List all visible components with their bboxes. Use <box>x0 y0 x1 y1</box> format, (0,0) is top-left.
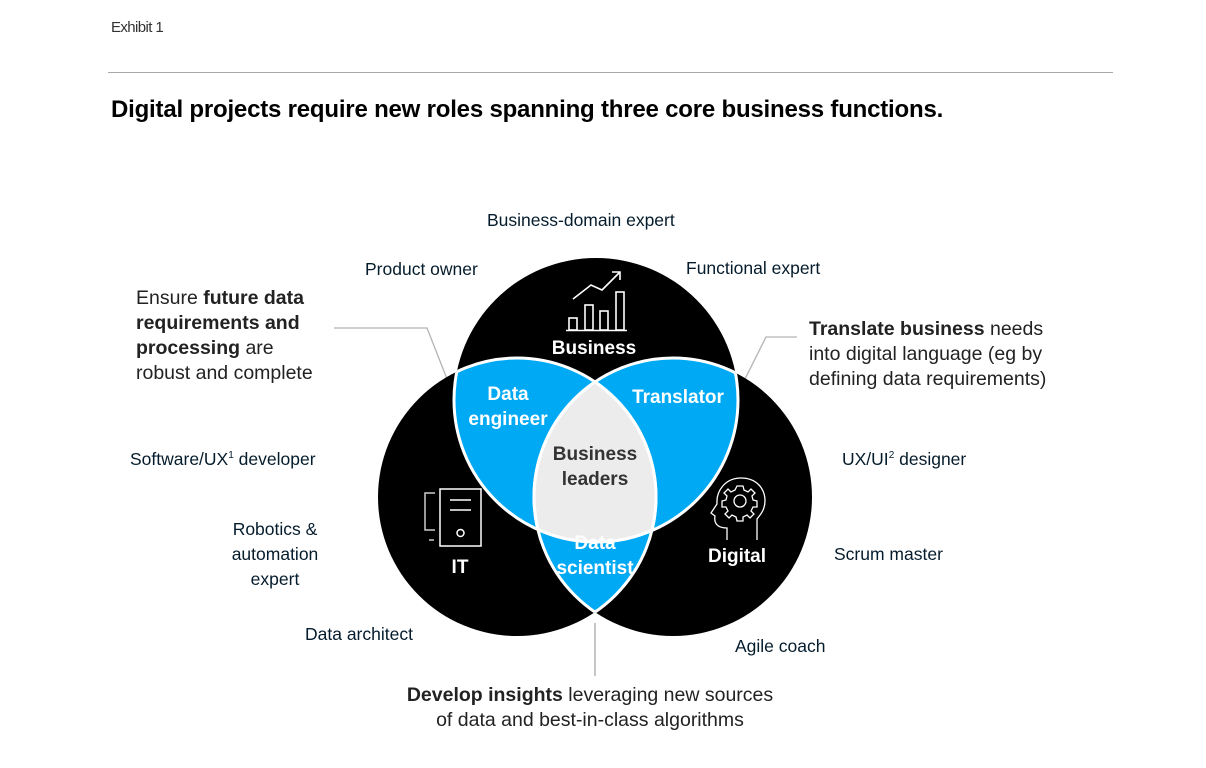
role-software-ux-developer: Software/UX1 developer <box>130 449 316 469</box>
role-robotics-automation-expert: Robotics & automation expert <box>231 519 319 589</box>
role-ux-ui-designer: UX/UI2 designer <box>842 449 967 469</box>
description-data-scientist: Develop insights leveraging new sources … <box>406 684 774 731</box>
head-gear-icon <box>710 477 766 540</box>
role-product-owner: Product owner <box>365 259 478 279</box>
page-title: Digital projects require new roles spann… <box>111 96 944 123</box>
role-data-architect: Data architect <box>305 624 413 644</box>
description-data-engineer: Ensure future data requirements and proc… <box>136 287 313 384</box>
circle-label-business: Business <box>551 338 637 359</box>
role-functional-expert: Functional expert <box>686 258 821 278</box>
overlap-label-business-leaders: Business leaders <box>552 444 638 490</box>
leader-line-data-engineer <box>334 327 450 385</box>
overlap-label-translator: Translator <box>632 387 724 408</box>
role-agile-coach: Agile coach <box>735 636 826 656</box>
exhibit-label: Exhibit 1 <box>111 19 164 36</box>
overlap-center <box>534 358 656 542</box>
role-scrum-master: Scrum master <box>834 544 943 564</box>
leader-line-translator <box>742 336 797 384</box>
circle-label-digital: Digital <box>707 546 767 567</box>
overlap-label-data-scientist: Data scientist <box>556 533 634 579</box>
description-translator: Translate business needs into digital la… <box>809 318 1047 390</box>
header-divider <box>108 72 1113 73</box>
role-business-domain-expert: Business-domain expert <box>487 210 675 230</box>
computer-tower-icon <box>424 488 482 547</box>
overlap-label-data-engineer: Data engineer <box>468 384 548 430</box>
circle-label-it: IT <box>451 557 469 578</box>
bar-chart-trend-icon <box>566 271 627 332</box>
